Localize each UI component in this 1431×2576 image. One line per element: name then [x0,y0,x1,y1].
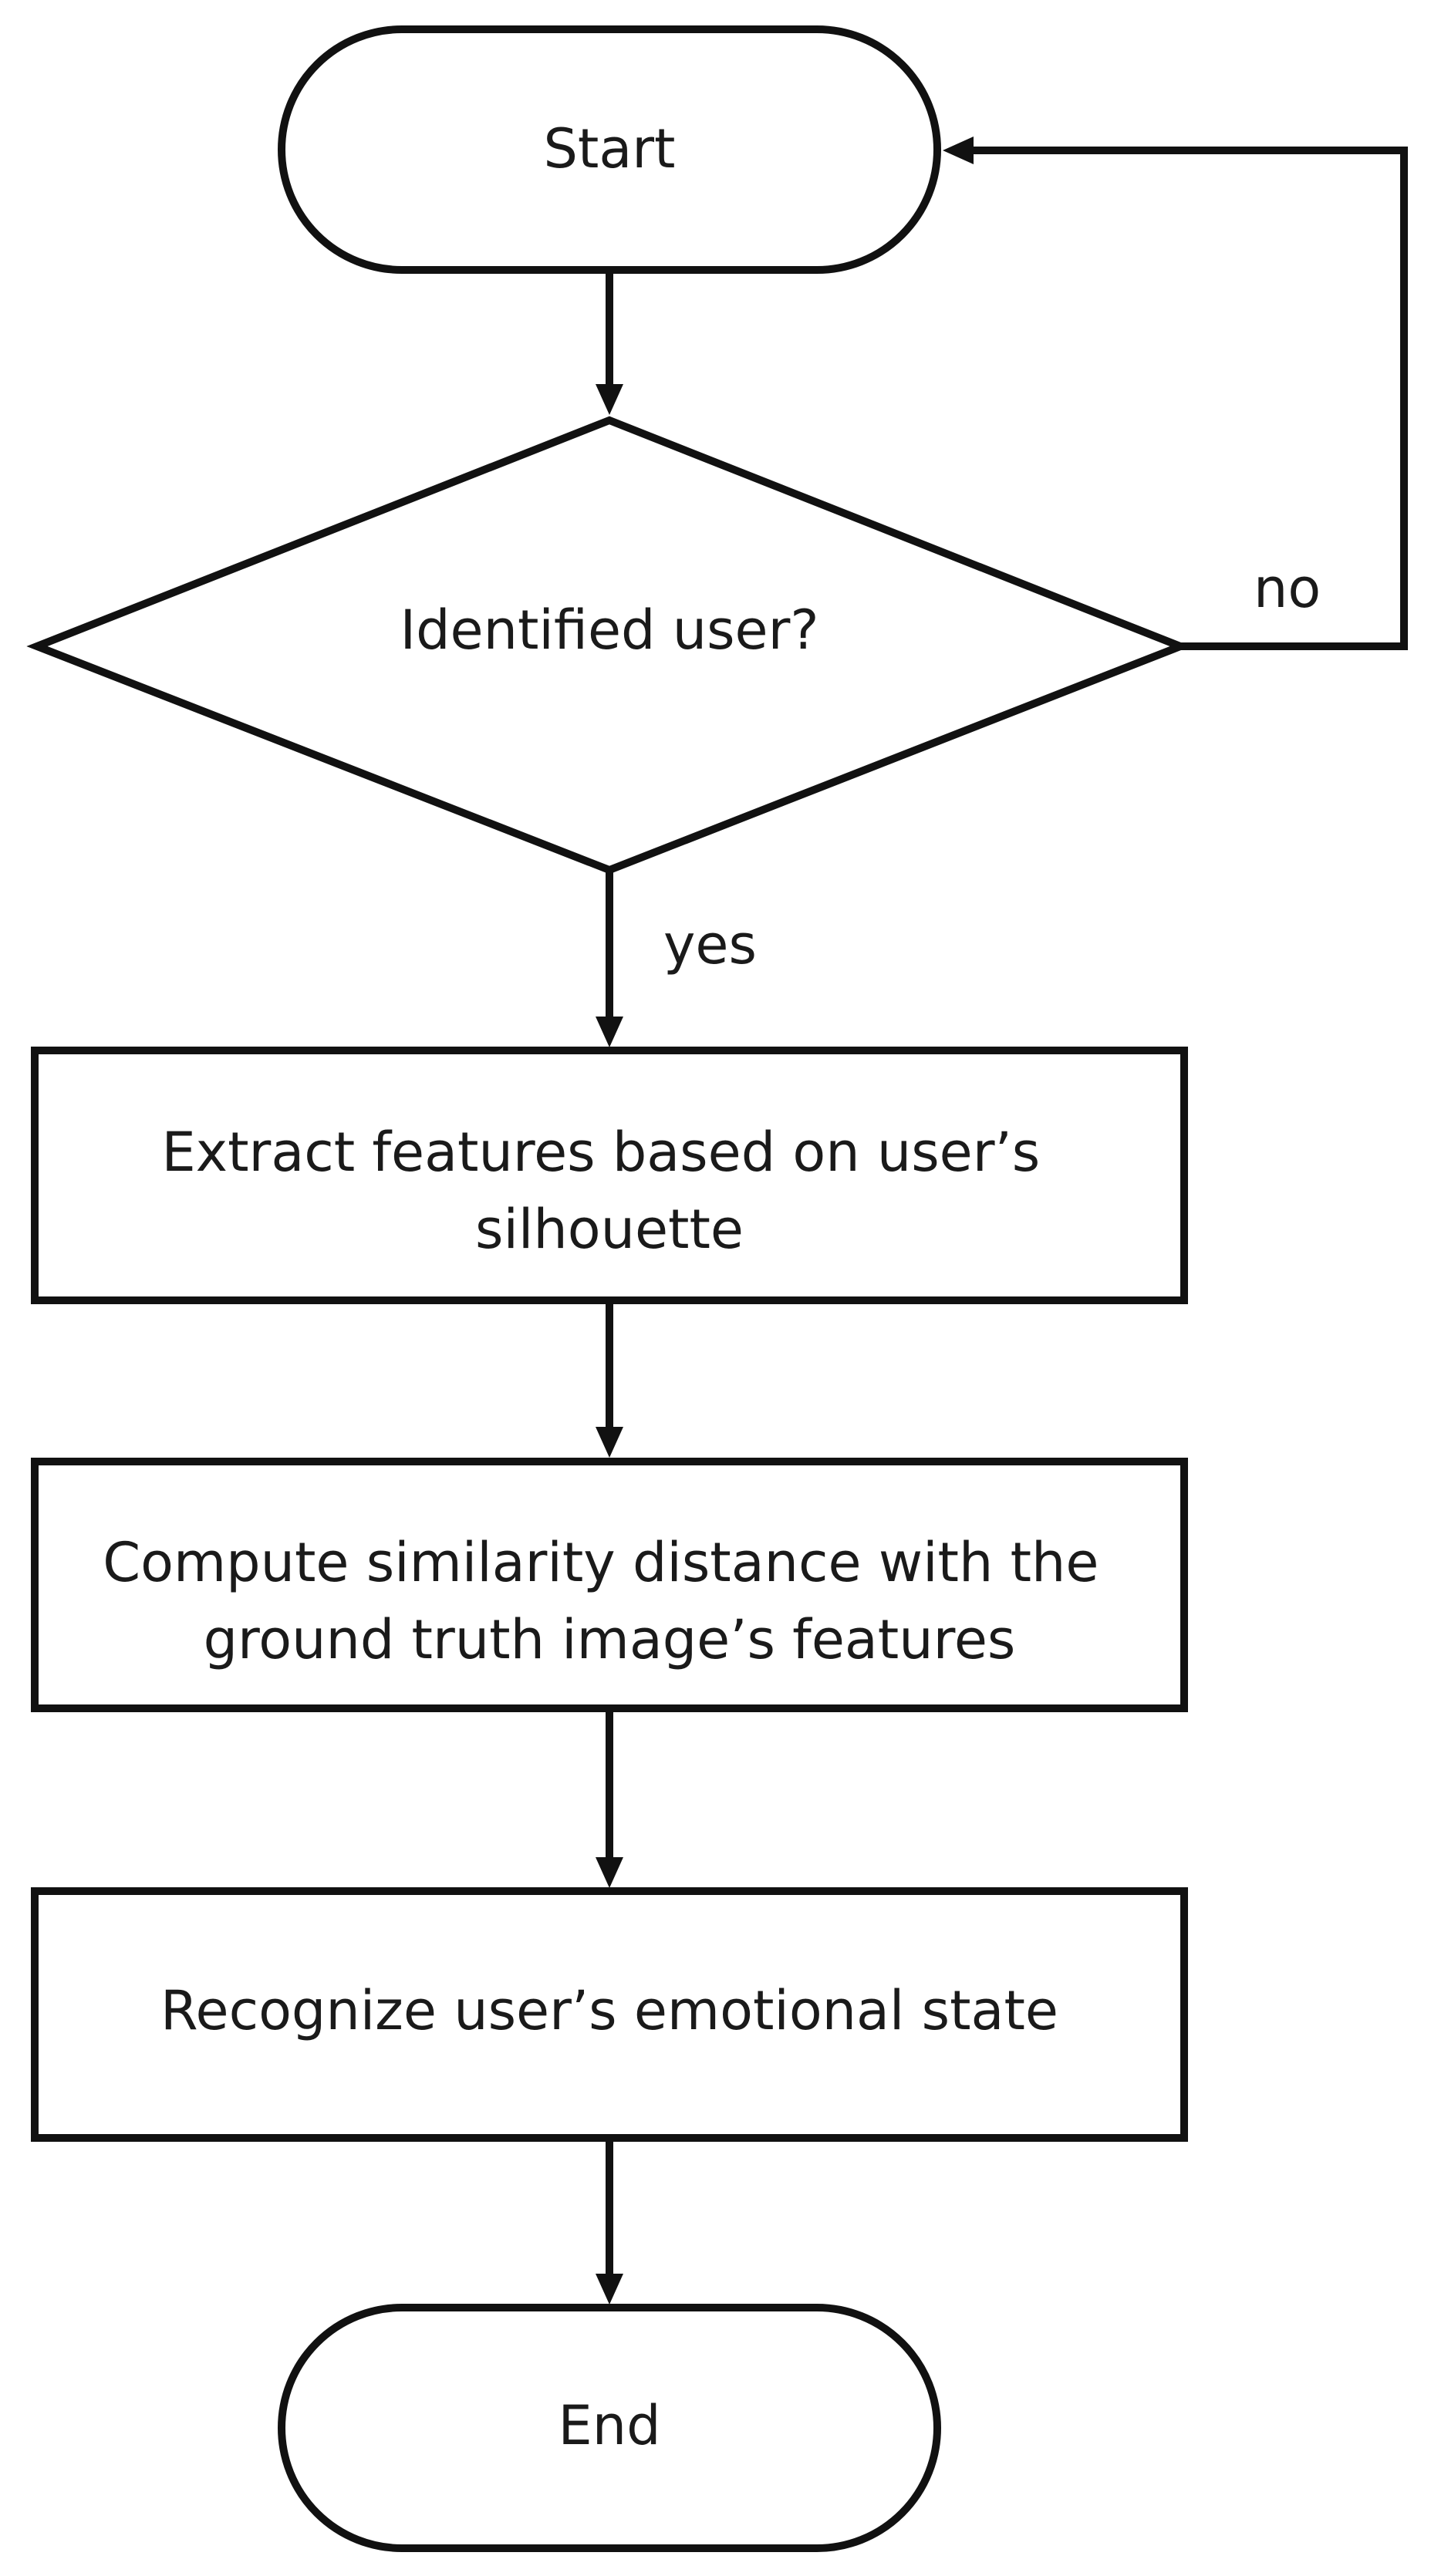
arrowhead-end-icon [596,2274,623,2305]
arrowhead-extract-icon [596,1017,623,1047]
recognize-label: Recognize user’s emotional state [160,1979,1058,2042]
start-node: Start [278,25,941,274]
extract-label-line-2: silhouette [475,1198,744,1261]
no-label: no [1254,557,1321,620]
decision-node: Identified user? [26,416,1191,875]
decision-label: Identified user? [400,598,818,662]
connector-no-loop [972,147,1408,650]
compute-label-line-2: ground truth image’s features [204,1608,1016,1671]
extract-label-line-1: Extract features based on user’s [161,1121,1040,1184]
arrowhead-start-icon [943,137,974,164]
compute-label: Compute similarity distance with the gro… [103,1531,1115,1671]
arrowhead-decision-icon [596,384,623,415]
extract-node: Extract features based on user’s silhoue… [31,1047,1188,1304]
end-node: End [278,2304,941,2552]
compute-label-line-1: Compute similarity distance with the [103,1531,1099,1594]
connectors [596,137,1408,2305]
extract-label: Extract features based on user’s silhoue… [161,1121,1057,1261]
compute-node: Compute similarity distance with the gro… [31,1458,1188,1712]
end-label: End [558,2394,660,2457]
arrowhead-compute-icon [596,1427,623,1458]
start-label: Start [543,117,675,180]
yes-label: yes [663,913,757,976]
recognize-node: Recognize user’s emotional state [31,1887,1188,2142]
arrowhead-recognize-icon [596,1857,623,1888]
